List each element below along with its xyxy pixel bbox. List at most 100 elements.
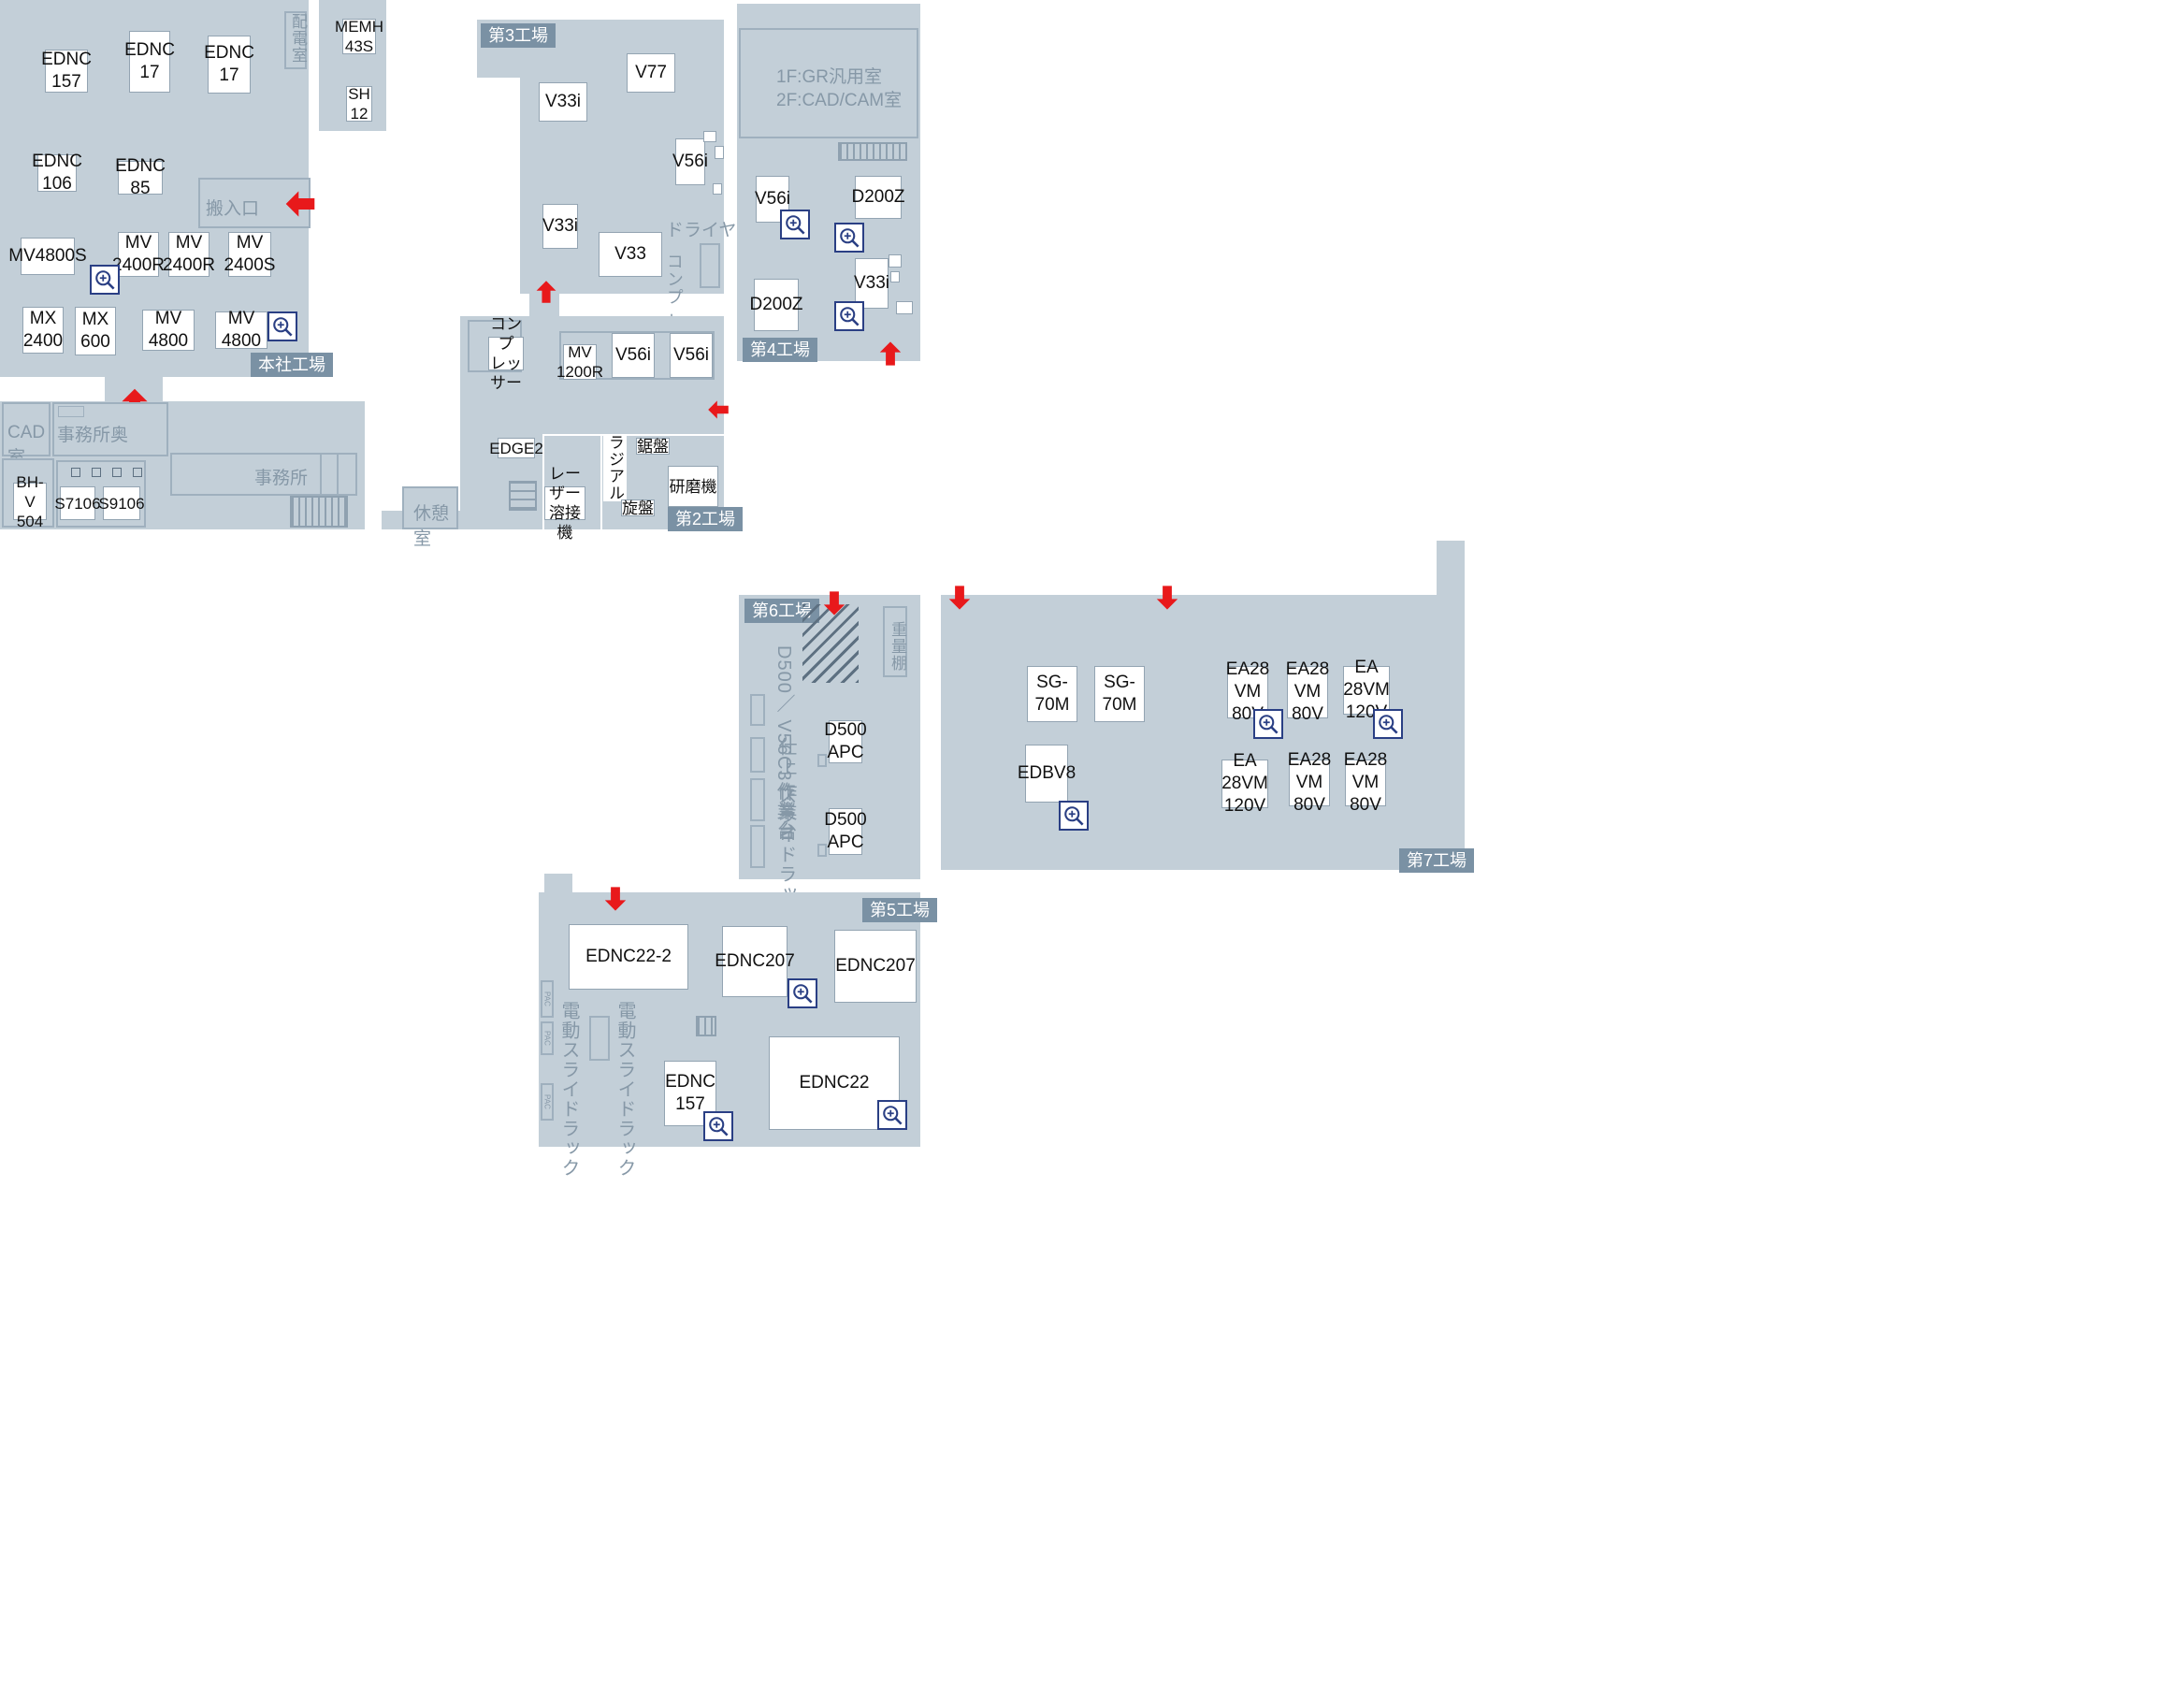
machine-mv4800-b[interactable]: MV 4800 bbox=[215, 309, 267, 351]
zoom-in-icon[interactable] bbox=[90, 265, 120, 295]
machine-v77[interactable]: V77 bbox=[627, 53, 675, 93]
locker bbox=[71, 468, 80, 477]
machine-compressor-f2[interactable]: コンプ レッサー bbox=[488, 315, 524, 392]
machine-ednc106[interactable]: EDNC 106 bbox=[32, 152, 82, 194]
f3-equipment bbox=[703, 131, 716, 142]
power-slide-rack-label: 電動スライドラック bbox=[614, 1001, 635, 1178]
machine-memh43s[interactable]: MEMH 43S bbox=[335, 18, 383, 55]
machine-ea28vm80v-b[interactable]: EA28 VM 80V bbox=[1285, 659, 1330, 724]
zoom-in-icon[interactable] bbox=[877, 1100, 907, 1130]
stair-landing bbox=[320, 453, 339, 496]
locker bbox=[133, 468, 142, 477]
zoom-in-icon[interactable] bbox=[703, 1111, 733, 1141]
machine-laser-welder[interactable]: レーザー 溶接機 bbox=[544, 465, 585, 542]
machine-sg70m-a[interactable]: SG- 70M bbox=[1027, 666, 1077, 722]
honsha-factory-label: 本社工場 bbox=[251, 353, 333, 377]
machine-ea28vm120v-b[interactable]: EA 28VM 120V bbox=[1221, 751, 1268, 816]
f4-stairs bbox=[838, 142, 907, 161]
machine-ea28vm80v-d[interactable]: EA28 VM 80V bbox=[1343, 750, 1388, 815]
machine-s9106[interactable]: S9106 bbox=[98, 486, 145, 520]
f4-equipment bbox=[889, 254, 902, 268]
cad-room: CAD室 bbox=[2, 402, 51, 468]
red-entrance-arrow bbox=[705, 398, 731, 421]
office-label: 事務所 bbox=[254, 469, 309, 488]
machine-ednc207-b[interactable]: EDNC207 bbox=[834, 930, 917, 1003]
red-entrance-arrow bbox=[1154, 584, 1180, 612]
machine-mv1200r[interactable]: MV 1200R bbox=[556, 343, 604, 381]
machine-ednc157-honsha[interactable]: EDNC 157 bbox=[41, 50, 92, 93]
machine-nokoban[interactable]: 鋸盤 bbox=[636, 437, 670, 456]
zoom-in-icon[interactable] bbox=[267, 311, 297, 341]
machine-ea28vm80v-c[interactable]: EA28 VM 80V bbox=[1287, 750, 1332, 815]
heavy-shelf: 重量棚 bbox=[883, 606, 907, 677]
slide-rack-label: スライドラック bbox=[775, 786, 796, 923]
machine-edbv8[interactable]: EDBV8 bbox=[1018, 745, 1076, 803]
machine-mv4800s[interactable]: MV4800S bbox=[8, 238, 87, 275]
machine-v33i-f4[interactable]: V33i bbox=[854, 258, 889, 309]
haiden-room: 配電室 bbox=[284, 11, 307, 69]
machine-grinder[interactable]: 研磨機 bbox=[668, 466, 718, 507]
f4-equipment bbox=[890, 271, 900, 282]
machine-mv4800-a[interactable]: MV 4800 bbox=[142, 309, 195, 351]
machine-radial[interactable]: ラジアル bbox=[603, 434, 627, 501]
machine-lathe[interactable]: 旋盤 bbox=[621, 499, 655, 517]
machine-d200z-b[interactable]: D200Z bbox=[749, 279, 803, 331]
machine-ednc85[interactable]: EDNC 85 bbox=[115, 156, 166, 198]
compressor-unit bbox=[700, 243, 720, 288]
machine-ednc22-2[interactable]: EDNC22-2 bbox=[569, 924, 688, 990]
machine-sh12[interactable]: SH 12 bbox=[346, 85, 372, 123]
machine-mv2400r-a[interactable]: MV 2400R bbox=[112, 232, 165, 277]
f6-rack bbox=[750, 825, 765, 868]
zoom-in-icon[interactable] bbox=[1253, 709, 1283, 739]
hannyu-label: 搬入口 bbox=[206, 199, 260, 219]
machine-ea28vm120v-a[interactable]: EA 28VM 120V bbox=[1343, 658, 1390, 722]
machine-ednc207-a[interactable]: EDNC207 bbox=[715, 926, 795, 997]
office-back-label: 事務所奥 bbox=[57, 426, 129, 445]
red-entrance-arrow bbox=[821, 589, 847, 617]
machine-bhv504[interactable]: BH-V 504 bbox=[13, 473, 47, 530]
hannyu-entrance: 搬入口 bbox=[198, 178, 311, 228]
locker bbox=[92, 468, 101, 477]
zoom-in-icon[interactable] bbox=[1373, 709, 1403, 739]
machine-mx2400[interactable]: MX 2400 bbox=[22, 307, 64, 354]
machine-sg70m-b[interactable]: SG- 70M bbox=[1094, 666, 1145, 722]
f6-small-box bbox=[817, 754, 827, 767]
machine-v56i-f2-a[interactable]: V56i bbox=[612, 333, 655, 378]
d500-workbench-area bbox=[802, 604, 859, 683]
machine-s7106[interactable]: S7106 bbox=[54, 486, 101, 520]
zoom-in-icon[interactable] bbox=[788, 978, 817, 1008]
zoom-in-icon[interactable] bbox=[780, 210, 810, 239]
locker bbox=[112, 468, 122, 477]
machine-d200z-a[interactable]: D200Z bbox=[851, 176, 905, 219]
f2-partition bbox=[542, 434, 544, 529]
office-back-room: 事務所奥 bbox=[52, 402, 168, 456]
f4-equipment bbox=[896, 301, 913, 314]
f7-factory-tower bbox=[1437, 541, 1465, 599]
machine-mv2400s[interactable]: MV 2400S bbox=[224, 232, 276, 277]
machine-v56i-f2-b[interactable]: V56i bbox=[670, 333, 713, 378]
machine-v33i-b[interactable]: V33i bbox=[542, 204, 578, 249]
zoom-in-icon[interactable] bbox=[834, 301, 864, 331]
machine-v33i-a[interactable]: V33i bbox=[539, 82, 587, 122]
machine-d500apc-a[interactable]: D500 APC bbox=[824, 720, 867, 763]
f5-stairs bbox=[696, 1016, 716, 1036]
f6-rack bbox=[750, 694, 765, 726]
machine-ednc17-b[interactable]: EDNC 17 bbox=[204, 36, 254, 94]
zoom-in-icon[interactable] bbox=[1059, 801, 1089, 831]
f5-factory-label: 第5工場 bbox=[862, 898, 938, 922]
machine-d500apc-b[interactable]: D500 APC bbox=[824, 808, 867, 855]
f4-factory-label: 第4工場 bbox=[743, 338, 818, 362]
zoom-in-icon[interactable] bbox=[834, 223, 864, 253]
machine-mx600[interactable]: MX 600 bbox=[75, 307, 116, 355]
finish-workbench-label: 仕上 作業台 bbox=[775, 737, 796, 842]
machine-v33[interactable]: V33 bbox=[599, 232, 662, 277]
machine-edge2[interactable]: EDGE2 bbox=[489, 438, 543, 458]
machine-v56i-f3[interactable]: V56i bbox=[672, 138, 708, 185]
machine-mv2400r-b[interactable]: MV 2400R bbox=[163, 232, 215, 277]
pac-unit: PAC bbox=[541, 980, 554, 1018]
f2-factory-label: 第2工場 bbox=[668, 507, 744, 531]
pac-unit: PAC bbox=[541, 1083, 554, 1121]
machine-ednc17-a[interactable]: EDNC 17 bbox=[124, 31, 175, 93]
f6-rack bbox=[750, 778, 765, 821]
dryer-label: ドライヤー bbox=[666, 221, 755, 240]
